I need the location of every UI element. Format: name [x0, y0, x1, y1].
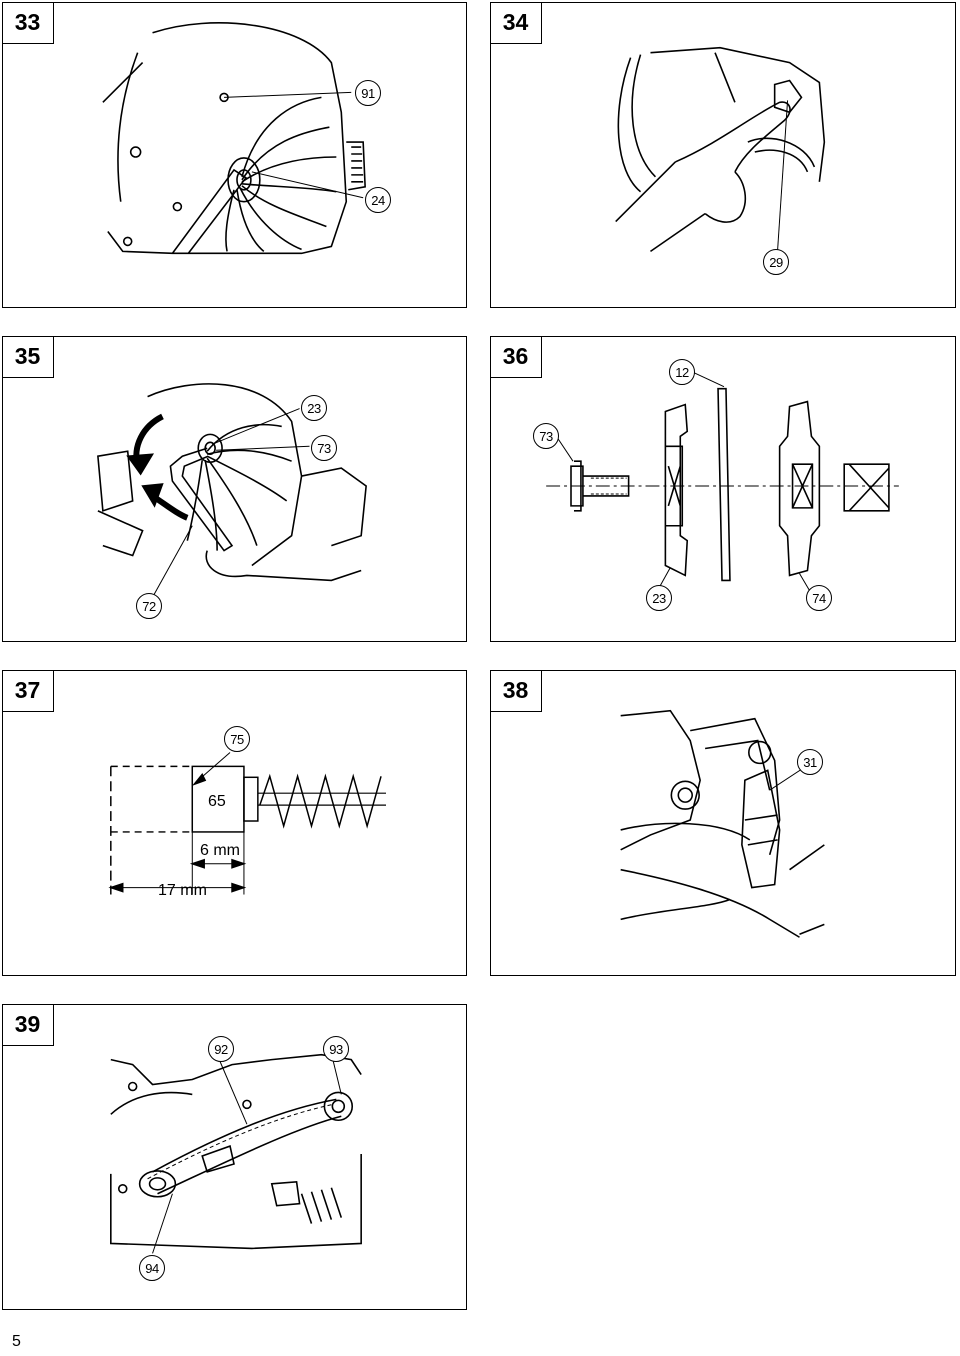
callout-72: 72 — [136, 593, 162, 619]
callout-12: 12 — [669, 359, 695, 385]
callout-73: 73 — [311, 435, 337, 461]
figure-37-illustration — [108, 752, 387, 895]
figure-34-panel: 34 29 — [489, 1, 956, 308]
figure-35-illustration — [97, 383, 367, 598]
figure-38-illustration — [620, 709, 825, 938]
callout-73: 73 — [533, 423, 559, 449]
figure-39-number: 39 — [1, 1003, 54, 1046]
callout-24: 24 — [365, 187, 391, 213]
figure-36-illustration — [546, 372, 899, 591]
figure-34-number: 34 — [489, 1, 542, 44]
figure-37-panel: 37 — [1, 669, 467, 976]
figure-36-number: 36 — [489, 335, 542, 378]
figure-37-number: 37 — [1, 669, 54, 712]
figure-36-panel: 36 — [489, 335, 956, 642]
callout-23: 23 — [646, 585, 672, 611]
figure-39-illustration — [110, 1053, 362, 1254]
dimension-17mm-label: 17 mm — [158, 882, 207, 899]
callout-31: 31 — [797, 749, 823, 775]
figure-38-number: 38 — [489, 669, 542, 712]
callout-74: 74 — [806, 585, 832, 611]
figure-35-number: 35 — [1, 335, 54, 378]
callout-75: 75 — [224, 726, 250, 752]
callout-92: 92 — [208, 1036, 234, 1062]
callout-29: 29 — [763, 249, 789, 275]
callout-94: 94 — [139, 1255, 165, 1281]
dimension-6mm-label: 6 mm — [200, 842, 240, 859]
callout-23: 23 — [301, 395, 327, 421]
figure-33-panel: 33 — [1, 1, 467, 308]
figure-33-number: 33 — [1, 1, 54, 44]
figure-34-illustration — [615, 46, 826, 253]
callout-93: 93 — [323, 1036, 349, 1062]
page-number: 5 — [12, 1333, 21, 1350]
figure-33-illustration — [102, 22, 366, 255]
figure-35-panel: 35 — [1, 335, 467, 642]
figure-39-panel: 39 — [1, 1003, 467, 1310]
brush-code-label: 65 — [208, 793, 226, 810]
callout-91: 91 — [355, 80, 381, 106]
figure-38-panel: 38 31 — [489, 669, 956, 976]
